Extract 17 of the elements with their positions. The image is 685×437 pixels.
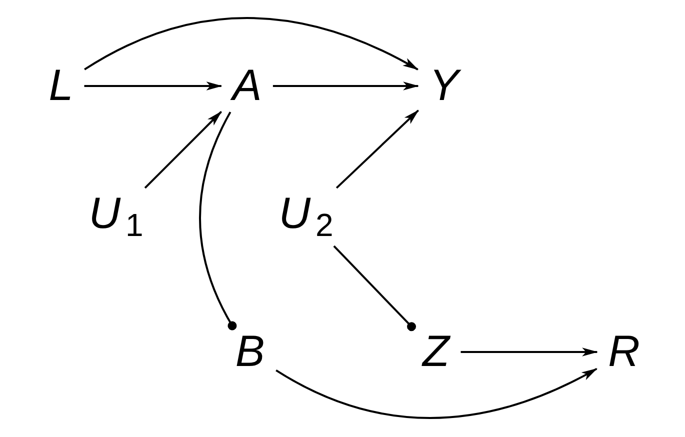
variable-label: B (232, 334, 268, 370)
variable-label: L (46, 68, 76, 104)
variable-label: U$_{2}$ (276, 196, 336, 238)
dot-ended-line (199, 112, 237, 330)
variable-label: A (229, 68, 265, 104)
arrow (144, 111, 222, 189)
variable-label: R (605, 334, 643, 370)
variable-label: Z (420, 334, 452, 370)
arrow (84, 17, 419, 70)
arrow (460, 348, 598, 356)
dot-ended-line (333, 245, 416, 332)
arrow (336, 110, 419, 189)
arrow (276, 368, 598, 419)
variable-label: Y (426, 68, 462, 104)
variable-label: U$_{1}$ (86, 196, 146, 238)
arrow (84, 82, 222, 90)
arrow (272, 82, 420, 90)
